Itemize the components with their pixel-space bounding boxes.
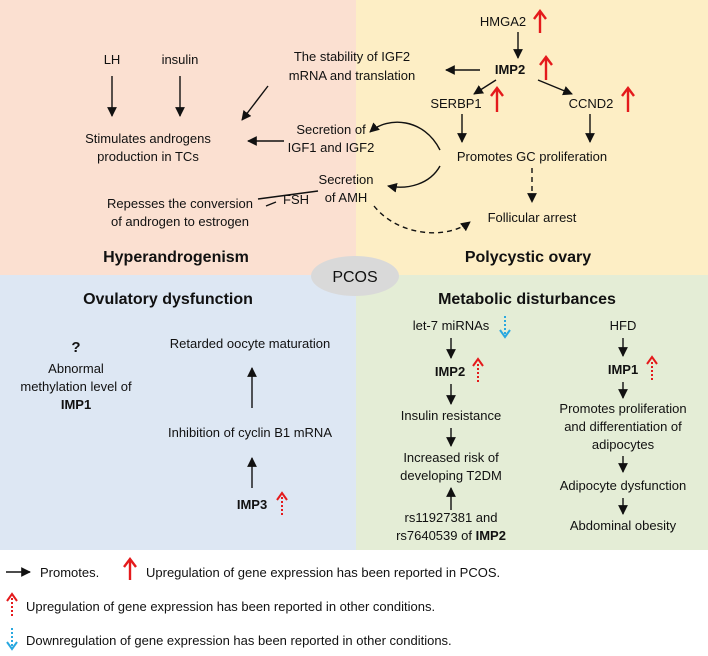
- imp2-label: IMP2: [495, 62, 525, 77]
- prolif-text-2: and differentiation of: [564, 419, 682, 434]
- rs-text-1: rs11927381 and: [404, 510, 497, 525]
- adipocyte-dys-text: Adipocyte dysfunction: [560, 478, 686, 493]
- arrow-gc-secretion-igf: [369, 121, 441, 151]
- fsh-inhibit-mark: [265, 201, 277, 207]
- imp2-up-pcos-arrowhead: [539, 55, 553, 66]
- follicular-text: Follicular arrest: [488, 210, 577, 225]
- imp1-up-other-arrowhead: [646, 355, 658, 365]
- secretion-igf-text-2: IGF1 and IGF2: [288, 140, 375, 155]
- legend-up-pcos-arrowhead: [123, 557, 137, 568]
- arrow-amh-follicular: [373, 205, 471, 234]
- pcos-center-label: PCOS: [332, 269, 377, 286]
- risk-text-1: Increased risk of: [403, 450, 499, 465]
- risk-text-2: developing T2DM: [400, 468, 502, 483]
- secretion-igf-text-1: Secretion of: [296, 122, 366, 137]
- hmga2-label: HMGA2: [480, 14, 526, 29]
- amh-to-represses-line: [257, 190, 319, 200]
- insulin-label: insulin: [162, 52, 199, 67]
- serbp1-label: SERBP1: [430, 96, 481, 111]
- abnormal-text-2: methylation level of: [20, 379, 132, 394]
- quadrant-polycystic-ovary: [356, 0, 708, 275]
- retarded-text: Retarded oocyte maturation: [170, 336, 330, 351]
- abnormal-text-1: Abnormal: [48, 361, 104, 376]
- inhibition-text: Inhibition of cyclin B1 mRNA: [168, 425, 332, 440]
- stimulates-text-1: Stimulates androgens: [85, 131, 211, 146]
- question-mark: ?: [71, 339, 80, 356]
- arrow-stability-stimulates: [241, 85, 269, 121]
- prolif-text-3: adipocytes: [592, 437, 655, 452]
- stability-text-2: mRNA and translation: [289, 68, 415, 83]
- legend-promotes-text: Promotes.: [40, 565, 99, 580]
- title-polycystic-ovary: Polycystic ovary: [465, 249, 591, 266]
- imp3-label: IMP3: [237, 497, 267, 512]
- arrow-gc-secretion-amh: [387, 165, 441, 193]
- rs-text-2: rs7640539 of IMP2: [396, 528, 506, 543]
- secretion-amh-text-2: of AMH: [325, 190, 368, 205]
- let7-label: let-7 miRNAs: [413, 318, 490, 333]
- legend-down-other-arrowhead: [6, 641, 18, 651]
- stimulates-text-2: production in TCs: [97, 149, 199, 164]
- imp3-up-other-arrowhead: [276, 491, 288, 501]
- legend-up-other-arrowhead: [6, 592, 18, 602]
- legend-up-other-text: Upregulation of gene expression has been…: [26, 599, 435, 614]
- arrow-imp2-ccnd2: [537, 79, 573, 96]
- secretion-amh-text-1: Secretion: [319, 172, 374, 187]
- ccnd2-label: CCND2: [569, 96, 614, 111]
- abnormal-gene: IMP1: [61, 397, 91, 412]
- pcos-center-ellipse: [311, 256, 399, 296]
- title-metabolic: Metabolic disturbances: [438, 291, 616, 308]
- promotes-gc-text: Promotes GC proliferation: [457, 149, 607, 164]
- represses-text-1: Repesses the conversion: [107, 196, 253, 211]
- lh-label: LH: [104, 52, 121, 67]
- ccnd2-up-pcos-arrowhead: [621, 86, 635, 97]
- rs-text-2-prefix: rs7640539 of: [396, 528, 472, 543]
- quadrant-hyperandrogenism: [0, 0, 356, 275]
- hmga2-up-pcos-arrowhead: [533, 9, 547, 20]
- arrow-imp2-serbp1: [473, 79, 497, 95]
- legend-up-pcos-text: Upregulation of gene expression has been…: [146, 565, 500, 580]
- title-ovulatory: Ovulatory dysfunction: [83, 291, 253, 308]
- insulin-resistance-text: Insulin resistance: [401, 408, 501, 423]
- fsh-label: FSH: [283, 192, 309, 207]
- imp2-up-other-arrowhead: [472, 357, 484, 367]
- rs-gene: IMP2: [476, 528, 506, 543]
- quadrant-metabolic: [356, 275, 708, 550]
- title-hyperandrogenism: Hyperandrogenism: [103, 249, 249, 266]
- serbp1-up-pcos-arrowhead: [490, 86, 504, 97]
- metabolic-imp1-label: IMP1: [608, 362, 638, 377]
- represses-text-2: of androgen to estrogen: [111, 214, 249, 229]
- quadrant-ovulatory: [0, 275, 356, 550]
- let7-down-other-arrowhead: [499, 329, 511, 339]
- abdominal-text: Abdominal obesity: [570, 518, 677, 533]
- hfd-label: HFD: [610, 318, 637, 333]
- prolif-text-1: Promotes proliferation: [559, 401, 686, 416]
- metabolic-imp2-label: IMP2: [435, 364, 465, 379]
- stability-text-1: The stability of IGF2: [294, 49, 410, 64]
- legend-down-other-text: Downregulation of gene expression has be…: [26, 633, 452, 648]
